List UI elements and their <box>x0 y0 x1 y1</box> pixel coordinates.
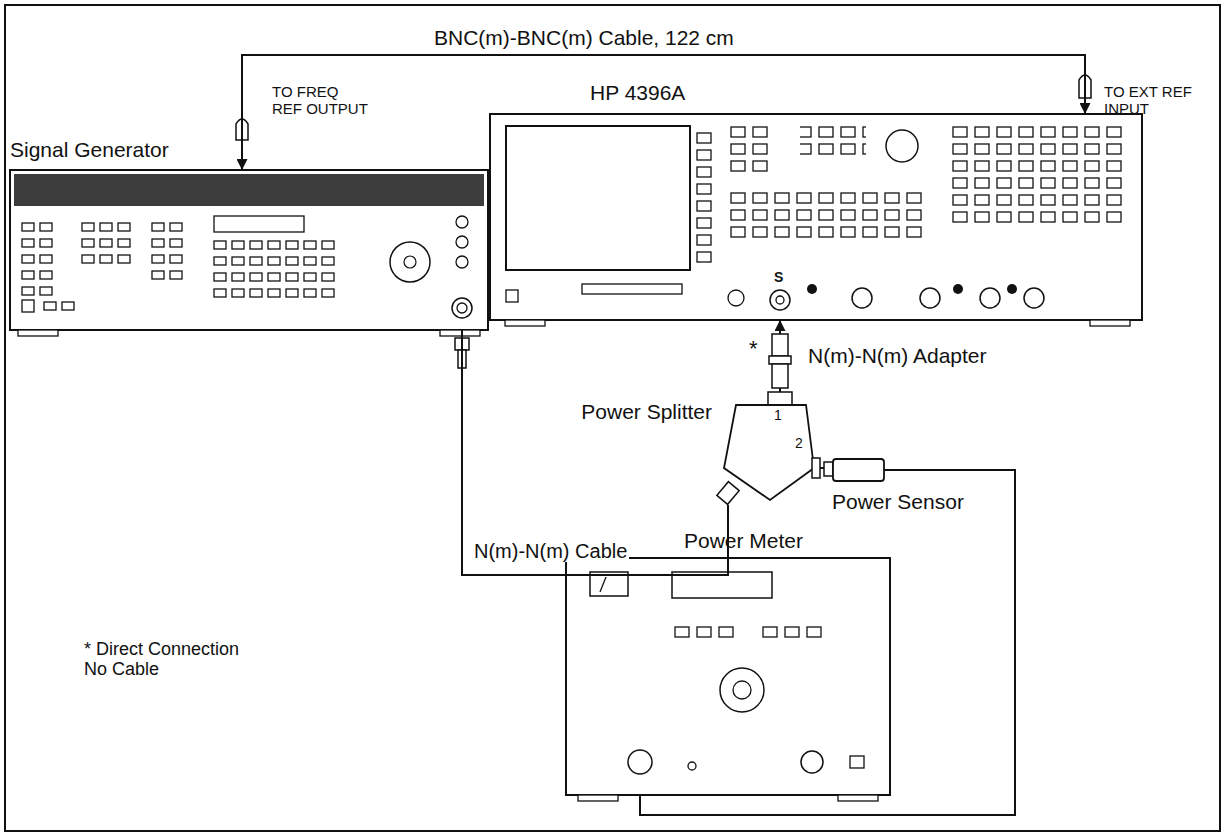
generator-display <box>214 216 304 232</box>
indicator-dot <box>953 284 963 294</box>
rf-output <box>452 298 472 318</box>
adapter-part <box>772 334 788 356</box>
splitter-port <box>717 482 739 505</box>
instrument-label: Power Sensor <box>832 490 964 514</box>
sensor-connector <box>824 462 833 476</box>
sensor-cable <box>640 470 1015 815</box>
power-splitter: Power Splitter <box>716 392 820 505</box>
foot <box>440 330 480 336</box>
instrument-label: Power Meter <box>684 529 803 553</box>
signal-generator: Signal Generator <box>10 170 488 330</box>
direct-connection <box>779 320 781 334</box>
generator-top-band <box>14 174 484 206</box>
instrument-label: Power Splitter <box>581 400 712 424</box>
port-number: 1 <box>774 408 782 423</box>
connector <box>801 751 823 773</box>
key-group <box>672 624 738 641</box>
key-group <box>80 220 134 268</box>
adapter-drawing <box>769 334 791 388</box>
page-frame <box>5 5 1220 831</box>
analyzer-screen <box>506 126 690 270</box>
connector <box>456 256 468 268</box>
splitter-port <box>812 458 820 478</box>
cable-label: N(m)-N(m) Cable <box>472 540 629 562</box>
connector <box>1024 288 1044 308</box>
adapter-part <box>772 364 788 388</box>
softkeys <box>694 130 716 266</box>
meter-body <box>566 558 890 795</box>
power-meter: Power Meter <box>566 558 890 795</box>
network-analyzer: HP 4396A <box>490 114 1142 320</box>
foot <box>1090 320 1130 326</box>
rotary-knob <box>886 130 918 162</box>
meter-needle <box>600 577 606 592</box>
connector-note: TO EXT REF INPUT <box>1104 84 1204 117</box>
bnc-cable <box>242 55 1085 170</box>
instrument-label: Signal Generator <box>10 138 169 162</box>
port-number: 2 <box>795 436 803 451</box>
power-switch <box>506 290 518 302</box>
power-switch <box>22 300 34 312</box>
indicator-dot <box>807 284 817 294</box>
adapter-part <box>769 356 791 364</box>
splitter-drawing <box>717 392 820 504</box>
splitter-port <box>768 392 792 405</box>
foot <box>838 795 878 801</box>
key-group <box>150 220 186 284</box>
connector <box>456 216 468 228</box>
s-port <box>776 296 784 304</box>
adapter: N(m)-N(m) Adapter <box>768 334 793 388</box>
foot <box>505 320 545 326</box>
direct-connection <box>820 467 824 469</box>
key <box>44 302 56 310</box>
connector <box>456 236 468 248</box>
indicator-dot <box>1007 284 1017 294</box>
sensor-input <box>628 750 652 774</box>
footnote: * Direct Connection No Cable <box>84 640 264 680</box>
port-label: S <box>774 270 783 285</box>
instrument-label: HP 4396A <box>590 81 685 105</box>
connector <box>852 288 872 308</box>
generator-body <box>10 170 488 330</box>
key-group <box>20 220 56 300</box>
key-group <box>728 190 926 241</box>
connector <box>920 288 940 308</box>
tuning-knob <box>390 242 430 282</box>
analyzer-drawing <box>490 114 1142 326</box>
meter-knob <box>720 668 764 712</box>
tuning-knob <box>404 256 416 268</box>
key-group <box>728 124 772 175</box>
key <box>62 302 74 310</box>
indicator <box>688 762 696 770</box>
connector-note: TO FREQ REF OUTPUT <box>272 84 372 117</box>
key-group <box>800 124 866 158</box>
foot <box>578 795 618 801</box>
key-group <box>760 624 826 641</box>
foot <box>18 330 58 336</box>
sensor-drawing <box>824 459 884 481</box>
power-switch <box>850 756 864 768</box>
cable-label: BNC(m)-BNC(m) Cable, 122 cm <box>432 26 736 49</box>
key-group <box>950 124 1126 226</box>
sensor-body <box>833 459 884 481</box>
connector <box>728 290 744 306</box>
meter-knob <box>733 681 751 699</box>
disk-slot <box>582 284 682 294</box>
direct-connection <box>779 388 781 392</box>
instrument-label: N(m)-N(m) Adapter <box>808 344 987 368</box>
key-group <box>212 238 338 302</box>
connector <box>980 288 1000 308</box>
splitter-body <box>724 405 814 500</box>
rf-output <box>457 303 467 313</box>
signal-generator-drawing <box>10 170 488 368</box>
power-sensor: Power Sensor <box>824 458 884 482</box>
footnote-mark: * <box>749 337 758 361</box>
meter-drawing <box>566 558 890 801</box>
analyzer-body <box>490 114 1142 320</box>
s-port <box>770 290 790 310</box>
